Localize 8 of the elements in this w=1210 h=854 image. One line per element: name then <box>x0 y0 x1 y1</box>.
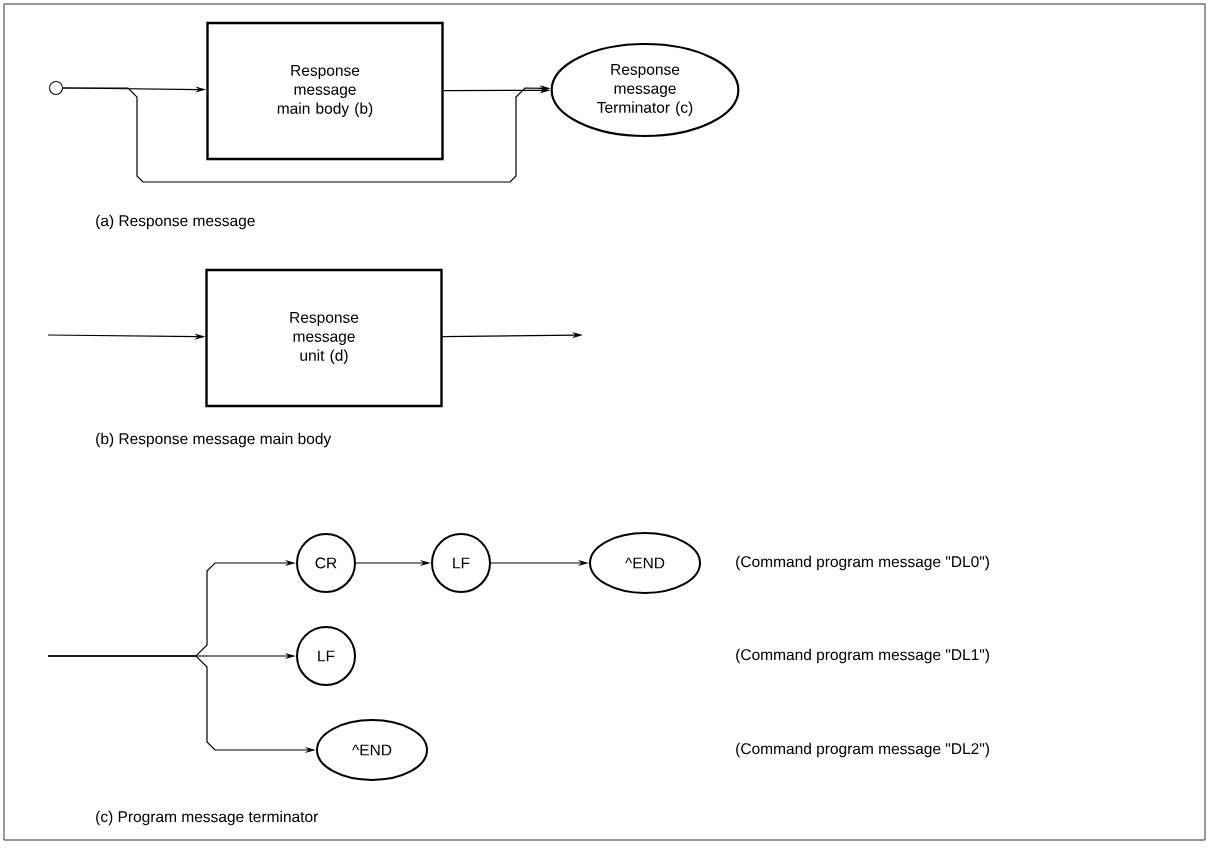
process-box: Response message unit (d) <box>205 268 443 408</box>
caption: (Command program message "DL1") <box>736 648 989 664</box>
caption: (c) Program message terminator <box>96 810 318 826</box>
caption: (b) Response message main body <box>96 432 332 448</box>
caption: (Command program message "DL0") <box>736 555 989 571</box>
caption: (a) Response message <box>96 214 255 230</box>
caption: (Command program message "DL2") <box>736 742 989 758</box>
process-box: Response message main body (b) <box>206 21 444 161</box>
